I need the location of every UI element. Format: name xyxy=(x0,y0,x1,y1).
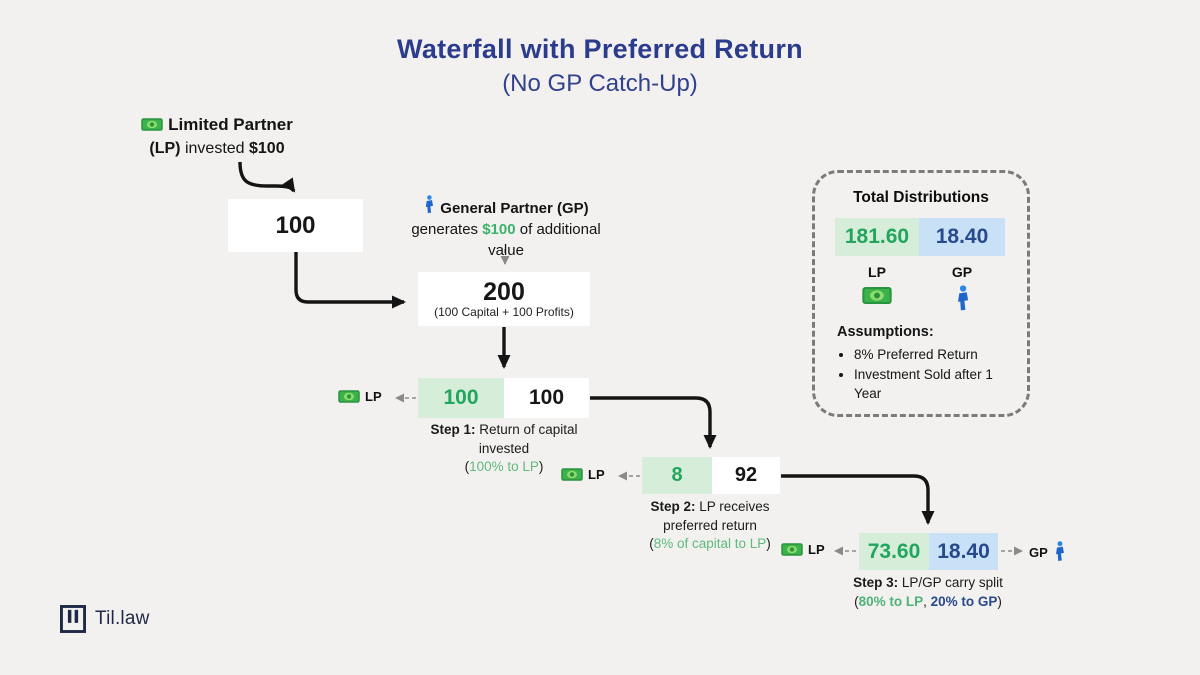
step3-detail-lp-share: 80% to LP xyxy=(858,593,924,609)
step3-description: LP/GP carry split xyxy=(898,575,1003,590)
total-value-box: 200 (100 Capital + 100 Profits) xyxy=(418,272,590,326)
assumptions-block: Assumptions: 8% Preferred Return Investm… xyxy=(837,323,1013,404)
step3-lp-box: 73.60 xyxy=(859,533,929,570)
money-banknote-icon xyxy=(835,285,919,311)
panel-lp-total-box: 181.60 xyxy=(835,218,919,256)
step2-detail-paren: ( xyxy=(649,536,654,551)
step1-detail-paren: ( xyxy=(464,459,470,474)
gp-name: General Partner (GP) xyxy=(440,200,589,217)
step1-lp-tag: LP xyxy=(338,389,382,404)
brand-logo: Til.law xyxy=(60,605,150,633)
step2-lp-tag: LP xyxy=(561,467,605,482)
step1-lp-box: 100 xyxy=(418,378,504,418)
assumption-item: 8% Preferred Return xyxy=(854,345,1013,364)
step3-lp-tag: LP xyxy=(781,542,825,557)
step3-gp-tag-label: GP xyxy=(1029,544,1048,560)
panel-gp-total-box: 18.40 xyxy=(919,218,1005,256)
til-law-logo-icon xyxy=(60,605,86,633)
step3-detail-paren: ( xyxy=(854,593,859,609)
money-banknote-icon xyxy=(781,542,803,557)
step3-gp-box: 18.40 xyxy=(929,533,998,570)
step3-caption: Step 3: LP/GP carry split (80% to LP, 20… xyxy=(824,574,1032,611)
step2-detail-paren-close: ) xyxy=(766,536,771,551)
panel-lp-label: LP xyxy=(868,264,886,280)
step3-detail-sep: , xyxy=(923,593,931,609)
initial-capital-box: 100 xyxy=(228,199,363,252)
step3-label: Step 3: xyxy=(853,575,899,590)
assumptions-title: Assumptions: xyxy=(837,324,934,340)
lp-intro-note: Limited Partner (LP) invested $100 xyxy=(108,113,326,161)
gp-generates-text: generates xyxy=(411,221,483,238)
money-banknote-icon xyxy=(561,467,583,482)
lp-abbrev: (LP) xyxy=(149,140,181,157)
step3-lp-tag-label: LP xyxy=(808,542,825,557)
arrow-initial-to-total xyxy=(294,252,406,309)
brand-name: Til.law xyxy=(95,608,150,629)
step2-label: Step 2: xyxy=(650,499,696,514)
arrow-step1-to-step2 xyxy=(590,396,717,449)
step1-lp-tag-label: LP xyxy=(365,389,382,404)
gp-generates-amount: $100 xyxy=(482,221,516,238)
panel-gp-label: GP xyxy=(951,264,973,280)
page-title: Waterfall with Preferred Return xyxy=(397,34,803,64)
total-value-caption: (100 Capital + 100 Profits) xyxy=(434,305,574,319)
arrow-lp-to-initial xyxy=(238,161,296,193)
step2-lp-box: 8 xyxy=(642,457,712,494)
step2-description: LP receives preferred return xyxy=(663,499,770,533)
lp-invested-amount: $100 xyxy=(249,140,285,157)
step2-detail-highlight: 8% of capital to LP xyxy=(653,536,767,551)
gp-additional-text: of additional xyxy=(515,221,601,238)
total-distributions-panel: Total Distributions 181.60 18.40 LP GP A… xyxy=(812,170,1030,417)
step1-label: Step 1: xyxy=(430,422,476,437)
step3-detail-gp-share: 20% to GP xyxy=(930,593,998,609)
step2-remainder-box: 92 xyxy=(712,457,780,494)
step3-detail-paren-close: ) xyxy=(997,593,1002,609)
lp-name: Limited Partner xyxy=(168,115,293,134)
step2-lp-tag-label: LP xyxy=(588,467,605,482)
step1-detail-paren-close: ) xyxy=(538,459,544,474)
arrow-step2-to-step3 xyxy=(781,474,935,525)
step3-gp-tag: GP xyxy=(1029,541,1066,563)
lp-invested-text: invested xyxy=(180,140,249,157)
step1-remainder-box: 100 xyxy=(504,378,589,418)
step1-caption: Step 1: Return of capital invested (100%… xyxy=(416,421,592,477)
gp-intro-note: General Partner (GP) generates $100 of a… xyxy=(408,195,604,261)
step1-detail-highlight: 100% to LP xyxy=(469,459,539,474)
money-banknote-icon xyxy=(338,389,360,404)
assumption-item: Investment Sold after 1 Year xyxy=(854,365,1013,403)
page-subtitle: (No GP Catch-Up) xyxy=(502,70,698,97)
person-icon xyxy=(423,195,435,215)
person-icon xyxy=(1053,541,1066,563)
assumptions-list: 8% Preferred Return Investment Sold afte… xyxy=(837,345,1013,403)
money-banknote-icon xyxy=(141,117,163,132)
step1-description: Return of capital invested xyxy=(475,422,578,456)
step2-caption: Step 2: LP receives preferred return (8%… xyxy=(622,498,798,554)
person-icon xyxy=(919,285,1005,318)
gp-value-text: value xyxy=(488,242,524,259)
panel-title: Total Distributions xyxy=(853,189,989,206)
total-value-number: 200 xyxy=(483,278,525,306)
